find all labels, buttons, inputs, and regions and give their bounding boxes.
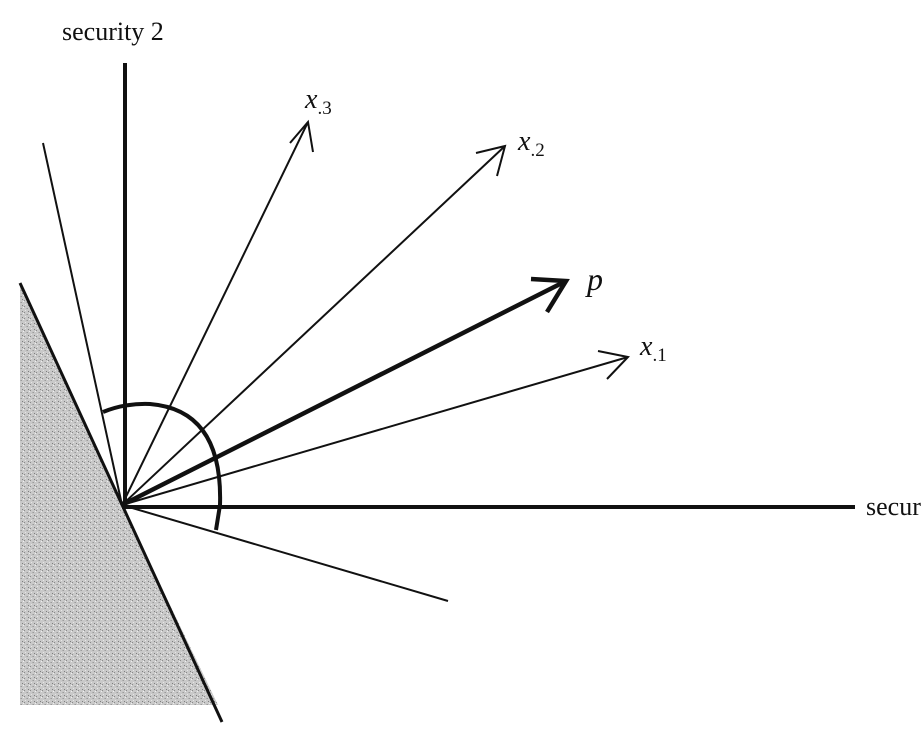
vector-x1 — [121, 350, 630, 506]
y-axis-label: security 2 — [62, 17, 164, 46]
label-p: p — [585, 261, 603, 297]
label-x3-symbol: x — [304, 84, 318, 115]
label-x3: x.3 — [304, 84, 332, 119]
boundary-line-upper — [42, 142, 123, 506]
boundary-line-right — [121, 504, 449, 602]
label-x1-symbol: x — [639, 331, 653, 362]
vector-x2 — [121, 144, 507, 506]
x-axis-label: security 1 — [866, 492, 921, 521]
shaded-region — [20, 283, 218, 705]
label-x2: x.2 — [517, 126, 545, 161]
label-x1-subscript: .1 — [652, 345, 666, 366]
label-x3-subscript: .3 — [317, 98, 331, 119]
label-x2-symbol: x — [517, 126, 531, 157]
angle-arc — [102, 401, 223, 531]
vector-p — [120, 276, 570, 508]
vector-x3 — [121, 119, 314, 506]
label-x1: x.1 — [639, 331, 667, 366]
label-x2-subscript: .2 — [530, 140, 544, 161]
